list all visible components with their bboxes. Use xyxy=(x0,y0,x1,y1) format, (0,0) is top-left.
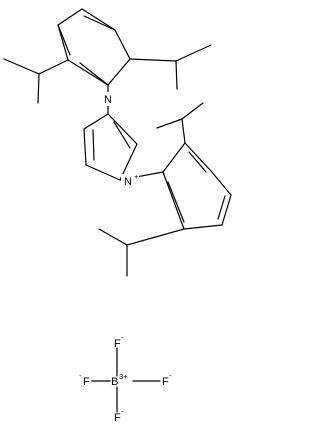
atom-label: F xyxy=(162,376,169,388)
atom-f-bottom: F - xyxy=(114,407,124,424)
atom-label: N xyxy=(124,176,132,188)
atom-boron: B 3+ xyxy=(111,372,128,388)
bond xyxy=(221,194,232,226)
bond xyxy=(67,59,109,86)
bond xyxy=(129,58,177,62)
bond xyxy=(210,170,232,196)
bond xyxy=(107,58,131,86)
charge-label: 3+ xyxy=(119,372,128,381)
bond xyxy=(156,118,183,129)
bond xyxy=(85,164,121,181)
bond xyxy=(167,181,185,223)
bond xyxy=(38,59,69,75)
chemical-structure: N N + B 3+ F - - F F - F - xyxy=(3,8,232,424)
bond xyxy=(57,8,83,26)
bond xyxy=(184,142,212,172)
bond xyxy=(107,113,138,145)
bond xyxy=(83,15,116,31)
bond xyxy=(162,142,186,173)
charge-label: - xyxy=(169,371,172,380)
atom-n3: N + xyxy=(121,172,139,188)
bond xyxy=(114,29,131,60)
bond xyxy=(83,113,109,130)
bond xyxy=(181,118,186,144)
atom-f-left: - F xyxy=(79,371,90,388)
bond xyxy=(57,24,71,56)
bond xyxy=(57,24,69,61)
bond xyxy=(83,128,87,166)
charge-label: - xyxy=(121,333,124,342)
bond xyxy=(181,102,204,120)
bond xyxy=(79,62,109,86)
bond xyxy=(175,44,212,62)
bond xyxy=(37,73,40,104)
bond xyxy=(183,224,223,230)
charge-label: - xyxy=(121,407,124,416)
bond xyxy=(162,171,185,230)
atom-label: F xyxy=(83,376,90,388)
bond xyxy=(126,228,185,246)
atom-f-top: F - xyxy=(114,333,124,350)
atom-n1: N xyxy=(102,92,114,106)
bond xyxy=(175,60,178,90)
bond xyxy=(92,129,95,161)
bond xyxy=(113,121,131,149)
bond xyxy=(81,8,116,31)
bond xyxy=(98,228,128,246)
atom-label: N xyxy=(104,94,112,106)
atom-label: F xyxy=(114,338,121,350)
atom-label: B xyxy=(111,376,118,388)
atom-f-right: F - xyxy=(162,371,172,388)
atom-label: F xyxy=(114,412,121,424)
bond xyxy=(188,151,207,173)
charge-label: - xyxy=(79,371,82,380)
bond xyxy=(3,58,40,75)
charge-label: + xyxy=(134,172,139,181)
bonds xyxy=(3,8,232,413)
bond xyxy=(217,195,226,220)
